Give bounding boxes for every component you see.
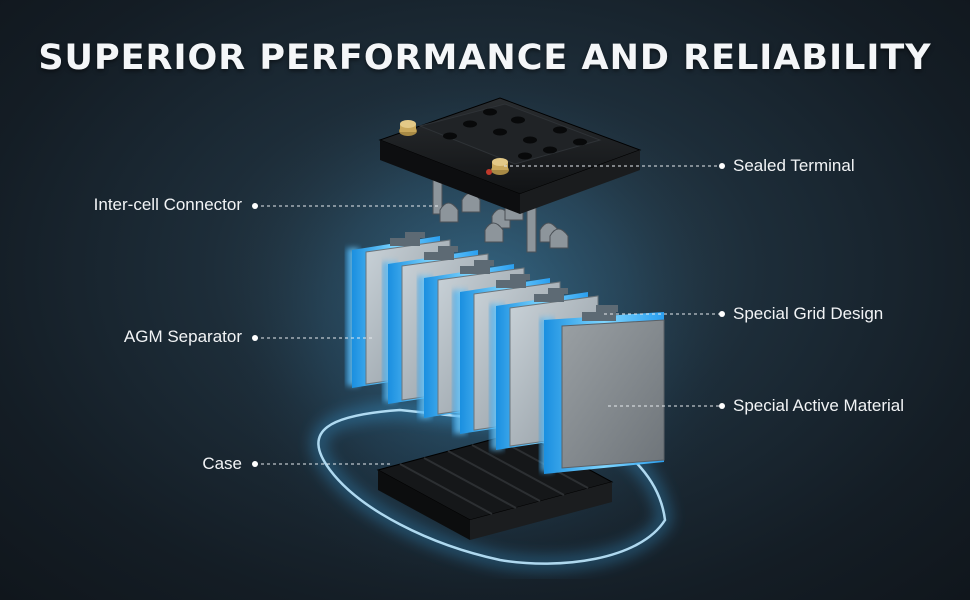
label-agm-separator: AGM Separator [123, 327, 242, 346]
shield-outline [313, 404, 671, 569]
plate-stack [346, 232, 665, 474]
label-case: Case [202, 454, 242, 473]
label-special-grid-design: Special Grid Design [733, 304, 884, 323]
label-special-active-material: Special Active Material [733, 396, 905, 415]
page-title: SUPERIOR PERFORMANCE AND RELIABILITY [38, 38, 932, 78]
leader-dots [252, 163, 725, 467]
terminal-right [486, 158, 509, 175]
leader-lines [255, 165, 722, 465]
battery-lid [378, 97, 642, 214]
terminal-left [399, 120, 417, 136]
label-sealed-terminal: Sealed Terminal [733, 156, 855, 175]
label-inter-cell-connector: Inter-cell Connector [93, 195, 242, 214]
plate-6-active-material [540, 305, 665, 474]
